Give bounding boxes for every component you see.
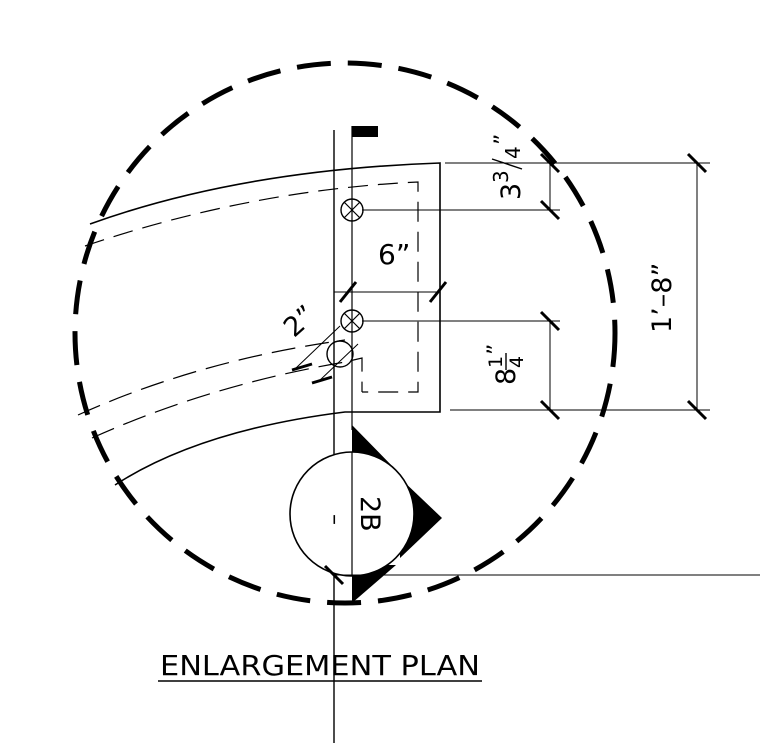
dim-lower-offset-tick-2	[539, 399, 561, 421]
curved-beam-outline	[89, 162, 441, 486]
centerline-end-marker	[352, 126, 378, 137]
dim-top-offset-label: 3 3 4 ”	[489, 134, 527, 200]
enlargement-boundary-circle	[72, 60, 618, 606]
dim-bolt-label: 2”	[278, 300, 322, 344]
svg-text:4: 4	[506, 356, 528, 368]
svg-text:8: 8	[491, 368, 522, 385]
svg-text:”: ”	[491, 134, 516, 145]
dim-spacing-tick-1	[338, 281, 358, 303]
dim-overall-tick-2	[686, 399, 708, 421]
dim-lower-offset-tick-1	[539, 310, 561, 332]
dim-top-offset-tick-1	[539, 152, 561, 174]
hidden-edge-upper	[84, 181, 419, 393]
svg-text:4: 4	[501, 146, 525, 159]
dim-lower-offset-label: 8 1 4 ”	[484, 344, 528, 385]
dim-bolt-line-2	[317, 343, 359, 383]
dim-top-offset-tick-2	[539, 199, 561, 221]
dim-spacing-label: 6”	[378, 238, 410, 271]
drawing-title: ENLARGEMENT PLAN	[160, 649, 480, 682]
section-callout: 2B –	[289, 425, 442, 603]
dim-spacing-tick-2	[428, 281, 448, 303]
hidden-edge-lower-2	[91, 357, 363, 439]
dim-bolt-tick-2	[311, 375, 333, 385]
dim-bolt-tick-1	[291, 362, 313, 372]
dim-overall-tick-1	[686, 152, 708, 174]
bolt-hole-circle	[326, 340, 354, 368]
callout-tag: 2B	[354, 496, 385, 532]
svg-text:1: 1	[485, 356, 507, 368]
svg-text:3: 3	[489, 170, 513, 183]
callout-leader-tick	[323, 564, 345, 586]
callout-ref: –	[322, 514, 347, 525]
dim-overall-label: 1’–8”	[647, 263, 678, 333]
hidden-edge-lower-1	[77, 339, 346, 416]
svg-text:3: 3	[496, 183, 527, 200]
dim-bolt-line	[295, 325, 341, 369]
svg-text:”: ”	[484, 344, 509, 355]
